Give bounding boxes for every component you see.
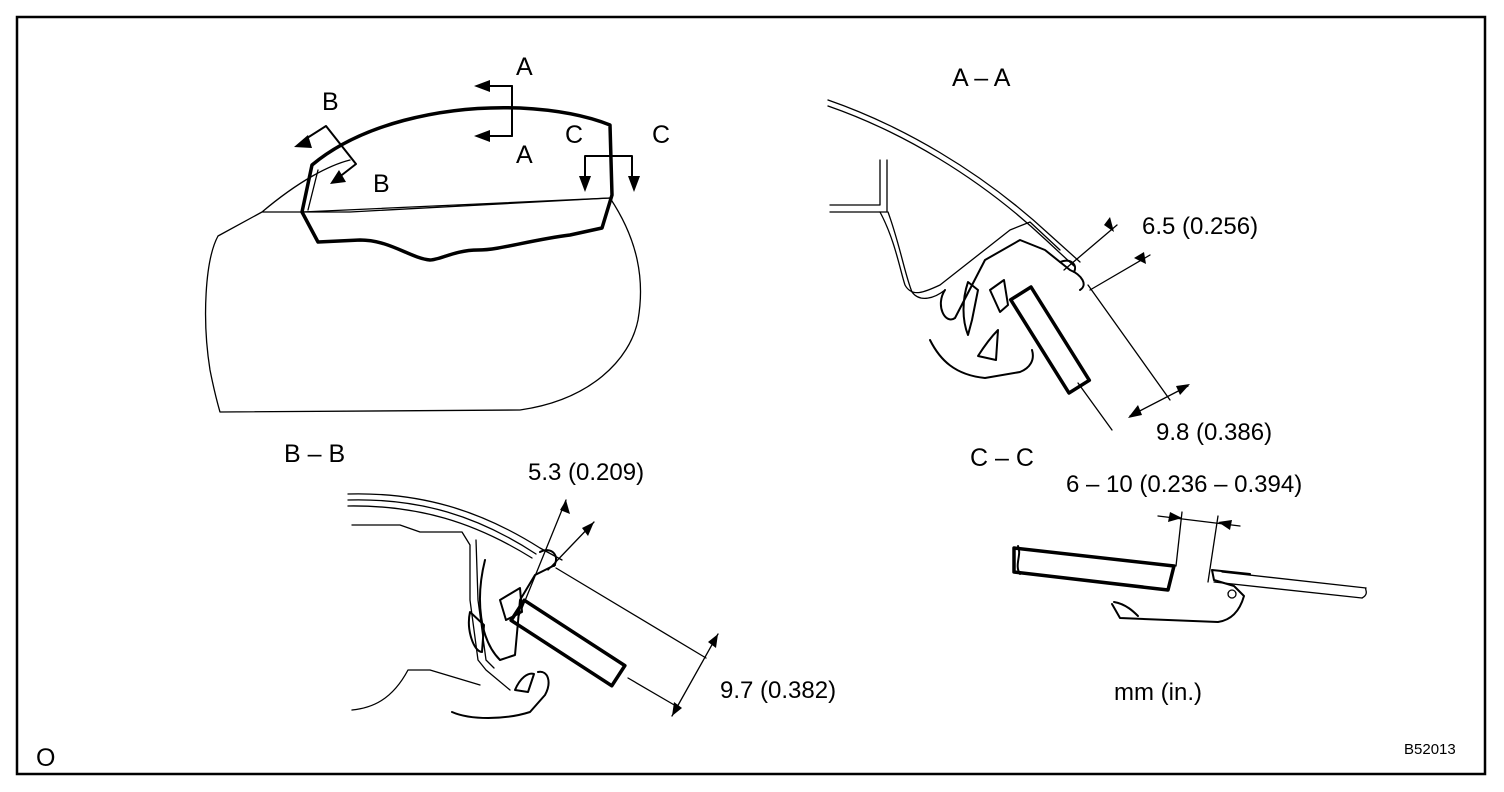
section-mark-b (294, 125, 357, 184)
dim-cc-range: 6 – 10 (0.236 – 0.394) (1066, 471, 1302, 498)
section-aa-drawing (827, 99, 1190, 431)
section-mark-c (579, 155, 640, 192)
dim-bb-depth: 9.7 (0.382) (720, 677, 836, 704)
label-c-right: C (652, 121, 670, 149)
dim-bb-gap: 5.3 (0.209) (528, 459, 644, 486)
label-a-top: A (516, 53, 533, 81)
label-b-bottom: B (373, 170, 390, 198)
figure-frame (15, 15, 1487, 776)
dim-aa-depth: 9.8 (0.386) (1156, 419, 1272, 446)
section-mark-a (474, 80, 513, 142)
figure-code: B52013 (1404, 741, 1456, 758)
door-belt-line (301, 197, 611, 213)
title-aa: A – A (952, 64, 1011, 92)
overview-drawing (204, 105, 642, 413)
label-a-bottom: A (516, 141, 533, 169)
door-outline (204, 159, 642, 413)
label-c-left: C (565, 121, 583, 149)
glass-outline (300, 105, 614, 262)
units-note: mm (in.) (1114, 679, 1202, 706)
title-bb: B – B (284, 440, 345, 468)
section-cc-drawing (1012, 511, 1367, 623)
label-b-top: B (322, 88, 339, 116)
corner-mark: O (36, 744, 55, 772)
section-bb-drawing (347, 493, 719, 719)
glass-inner-edge (307, 169, 319, 211)
title-cc: C – C (970, 444, 1034, 472)
dim-aa-gap: 6.5 (0.256) (1142, 213, 1258, 240)
